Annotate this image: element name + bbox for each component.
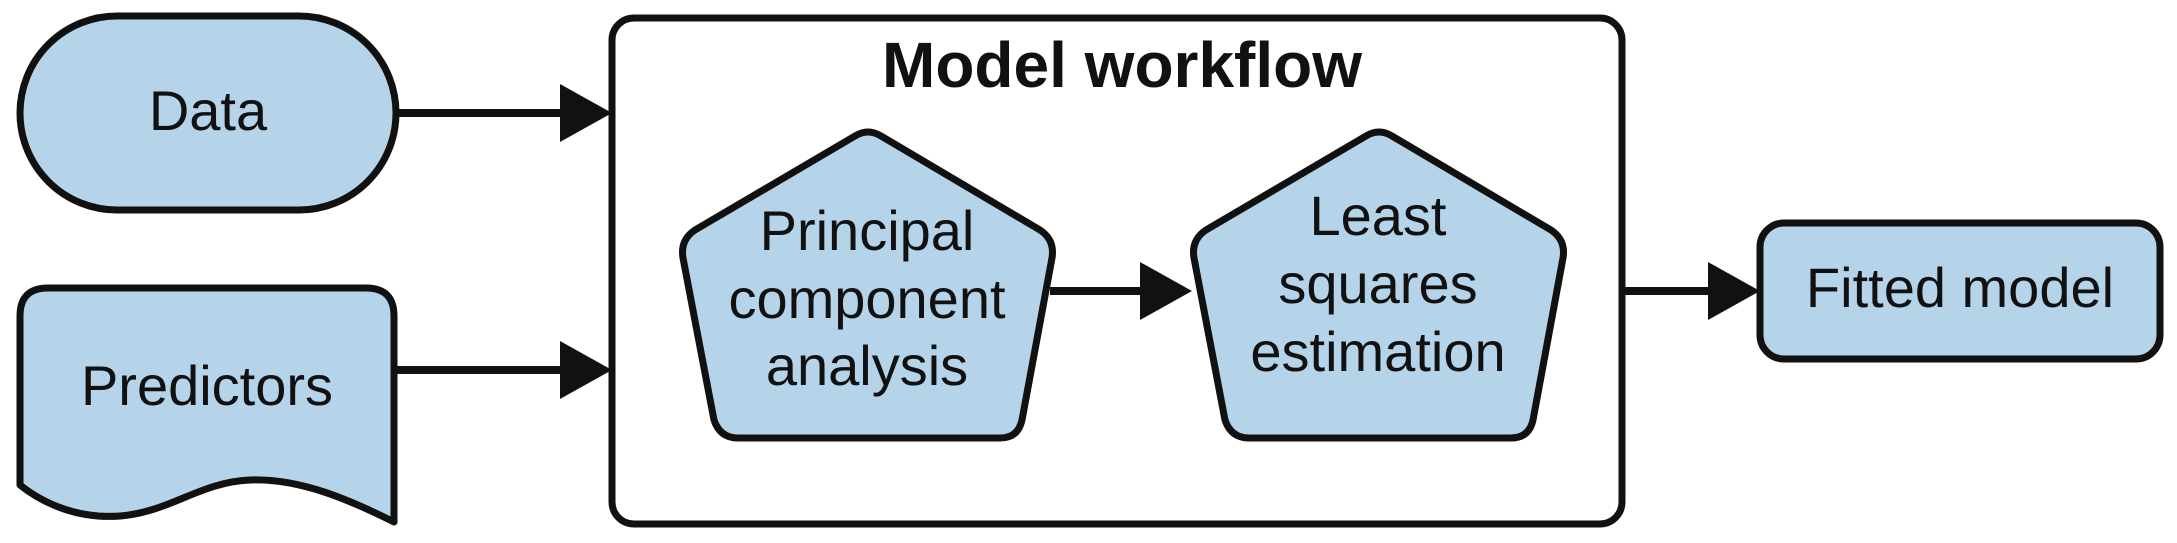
arrow-workflow-to-fitted-model-head: [1708, 262, 1760, 320]
least-squares-node-label-line-2: squares: [1278, 252, 1477, 315]
model-workflow-title: Model workflow: [882, 29, 1362, 101]
predictors-node: Predictors: [16, 284, 398, 526]
pca-node-label-line-1: Principal: [760, 199, 975, 262]
arrow-workflow-to-fitted-model: [1622, 262, 1760, 320]
least-squares-node-label-line-1: Least: [1310, 184, 1447, 247]
pca-node-shape: [679, 128, 1056, 442]
data-node: Data: [16, 12, 400, 214]
predictors-node-label: Predictors: [81, 354, 333, 417]
pca-node: Principal component analysis: [679, 128, 1056, 442]
least-squares-node-shape: [1190, 128, 1567, 442]
fitted-model-node: Fitted model: [1756, 219, 2164, 363]
least-squares-node: Least squares estimation: [1190, 128, 1567, 442]
arrow-predictors-to-workflow: [394, 341, 612, 399]
predictors-node-shape: [16, 284, 398, 526]
pca-node-label-line-2: component: [728, 267, 1006, 330]
data-node-label: Data: [149, 79, 268, 142]
arrow-data-to-workflow: [396, 84, 612, 142]
arrow-pca-to-least-squares: [1050, 262, 1192, 320]
arrow-pca-to-least-squares-head: [1140, 262, 1192, 320]
fitted-model-node-label: Fitted model: [1806, 256, 2114, 319]
pca-node-label-line-3: analysis: [766, 334, 968, 397]
least-squares-node-label-line-3: estimation: [1250, 320, 1505, 383]
arrow-data-to-workflow-head: [560, 84, 612, 142]
arrow-predictors-to-workflow-head: [560, 341, 612, 399]
